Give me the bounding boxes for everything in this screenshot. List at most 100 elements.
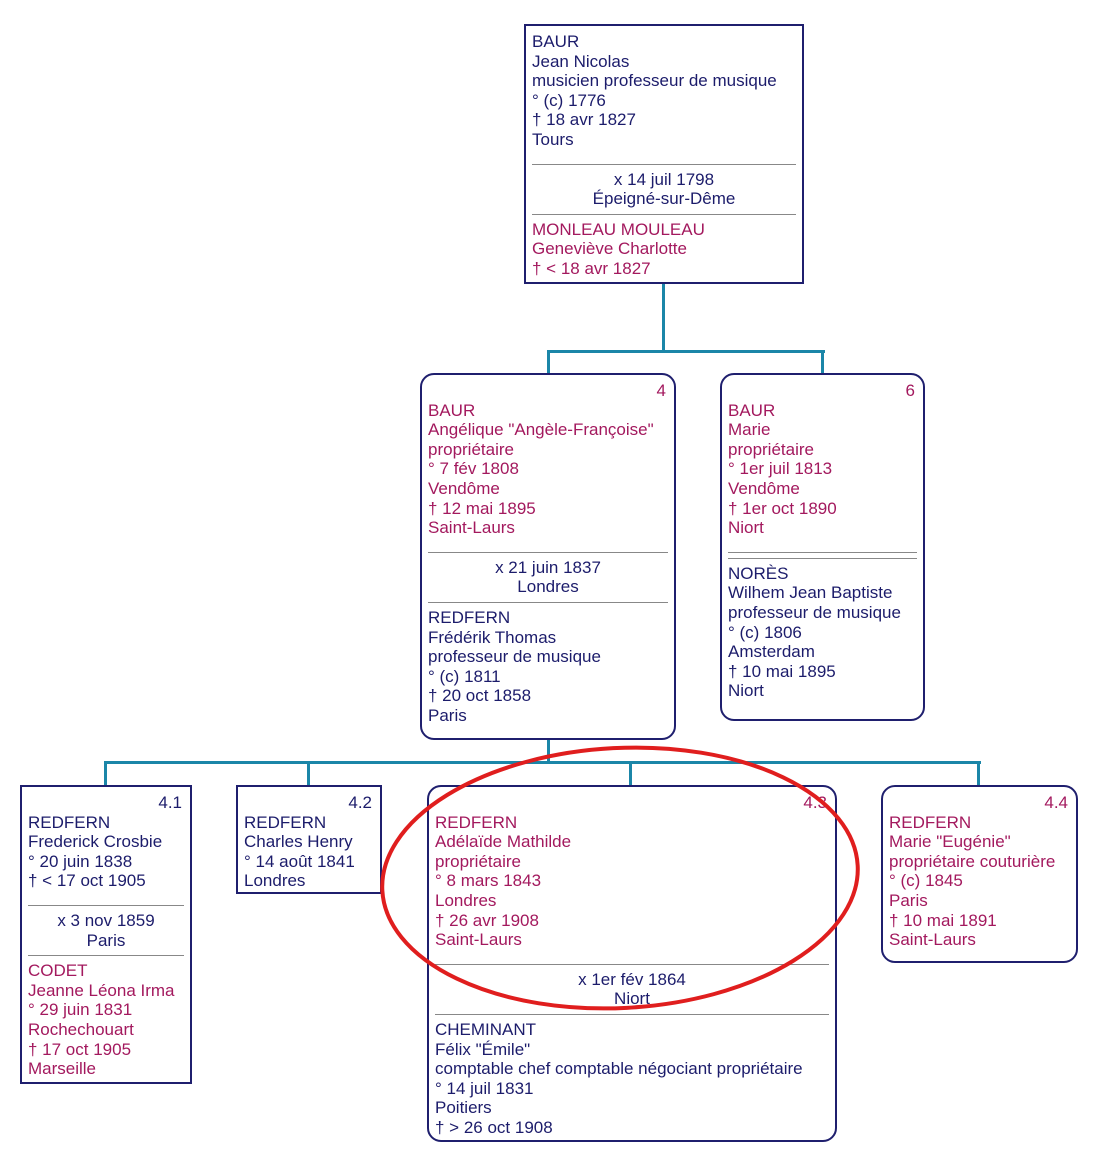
- person-detail: propriétaire: [435, 851, 521, 871]
- connector-line: [662, 283, 665, 352]
- spouse-detail: † 10 mai 1895: [728, 661, 836, 681]
- spouse-surname: REDFERN: [428, 607, 511, 627]
- spouse-detail: professeur de musique: [728, 602, 901, 622]
- spouse-surname: NORÈS: [728, 563, 789, 583]
- surname: BAUR: [532, 32, 580, 51]
- person-detail: Saint-Laurs: [889, 930, 976, 950]
- person-detail: † 1er oct 1890: [728, 498, 837, 518]
- person-detail: Jean Nicolas: [532, 51, 630, 71]
- sosa-number: 4.2: [348, 793, 372, 812]
- spouse-detail: † 20 oct 1858: [428, 686, 532, 706]
- connector-line: [104, 761, 981, 764]
- separator: [728, 557, 917, 559]
- spouse-detail: Paris: [428, 705, 467, 725]
- person-detail: ° 7 fév 1808: [428, 459, 519, 479]
- marriage-date: x 1er fév 1864: [578, 969, 686, 989]
- connector-line: [307, 761, 310, 786]
- separator: [28, 904, 184, 906]
- separator: [532, 163, 796, 165]
- person-detail: Marie: [728, 420, 771, 440]
- person-detail: † < 17 oct 1905: [28, 871, 146, 891]
- separator: [435, 1013, 829, 1015]
- spouse-detail: ° 29 juin 1831: [28, 1000, 133, 1020]
- spouse-surname: CHEMINANT: [435, 1019, 537, 1039]
- person-detail: ° (c) 1845: [889, 871, 963, 891]
- spouse-detail: Frédérik Thomas: [428, 627, 557, 647]
- marriage-date: x 3 nov 1859: [57, 910, 155, 930]
- person-detail: musicien professeur de musique: [532, 71, 777, 91]
- marriage-place: Paris: [86, 930, 126, 950]
- person-detail: Charles Henry: [244, 832, 353, 852]
- connector-line: [547, 350, 825, 353]
- marriage-place: Niort: [614, 989, 650, 1009]
- surname: REDFERN: [889, 812, 972, 832]
- person-detail: Paris: [889, 890, 928, 910]
- marriage-place: Épeigné-sur-Dême: [592, 189, 736, 209]
- person-detail: Niort: [728, 518, 764, 538]
- spouse-detail: professeur de musique: [428, 647, 601, 667]
- person-detail: propriétaire: [728, 439, 814, 459]
- marriage-date: x 14 juil 1798: [613, 169, 715, 189]
- person-detail: propriétaire: [428, 439, 514, 459]
- person-detail: Vendôme: [728, 478, 800, 498]
- person-detail: † 26 avr 1908: [435, 910, 539, 930]
- separator: [428, 601, 668, 603]
- person-detail: Angélique "Angèle-Françoise": [428, 420, 654, 440]
- spouse-detail: Wilhem Jean Baptiste: [728, 583, 893, 603]
- surname: REDFERN: [435, 812, 518, 832]
- spouse-detail: Jeanne Léona Irma: [28, 980, 175, 1000]
- marriage-date: x 21 juin 1837: [495, 557, 601, 577]
- person-detail: Londres: [435, 890, 497, 910]
- person-detail: † 18 avr 1827: [532, 110, 636, 130]
- spouse-detail: Poitiers: [435, 1098, 492, 1118]
- connector-line: [629, 761, 632, 786]
- person-detail: ° 20 juin 1838: [28, 851, 133, 871]
- surname: BAUR: [428, 400, 476, 420]
- person-detail: Adélaïde Mathilde: [435, 832, 572, 852]
- spouse-detail: Amsterdam: [728, 642, 815, 662]
- spouse-detail: comptable chef comptable négociant propr…: [435, 1059, 803, 1079]
- spouse-detail: Geneviève Charlotte: [532, 239, 687, 259]
- surname: REDFERN: [244, 812, 327, 832]
- separator: [435, 963, 829, 965]
- person-detail: ° (c) 1776: [532, 90, 606, 110]
- sosa-number: 4.1: [158, 793, 182, 812]
- person-detail: propriétaire couturière: [889, 851, 1056, 871]
- separator: [28, 955, 184, 957]
- spouse-detail: ° (c) 1811: [428, 666, 501, 686]
- connector-line: [104, 761, 107, 786]
- spouse-detail: ° (c) 1806: [728, 622, 802, 642]
- sosa-number: 4: [656, 381, 666, 400]
- person-detail: ° 14 août 1841: [244, 851, 355, 871]
- spouse-surname: MONLEAU MOULEAU: [532, 219, 705, 239]
- person-detail: † 12 mai 1895: [428, 498, 536, 518]
- marriage-place: Londres: [517, 577, 579, 597]
- spouse-surname: CODET: [28, 961, 88, 981]
- connector-line: [547, 350, 550, 374]
- spouse-detail: † 17 oct 1905: [28, 1039, 132, 1059]
- person-detail: Marie "Eugénie": [889, 832, 1011, 852]
- spouse-detail: ° 14 juil 1831: [435, 1078, 534, 1098]
- person-detail: Vendôme: [428, 478, 500, 498]
- sosa-number: 4.3: [803, 793, 827, 812]
- surname: REDFERN: [28, 812, 111, 832]
- spouse-detail: Niort: [728, 681, 764, 701]
- person-detail: ° 8 mars 1843: [435, 871, 542, 891]
- connector-line: [821, 350, 824, 374]
- separator: [532, 213, 796, 215]
- person-detail: † 10 mai 1891: [889, 910, 997, 930]
- connector-line: [977, 761, 980, 786]
- spouse-detail: Marseille: [28, 1059, 97, 1079]
- person-detail: Saint-Laurs: [435, 930, 522, 950]
- person-detail: Frederick Crosbie: [28, 832, 163, 852]
- spouse-detail: Félix "Émile": [435, 1039, 531, 1059]
- separator: [428, 551, 668, 553]
- spouse-detail: † < 18 avr 1827: [532, 258, 651, 278]
